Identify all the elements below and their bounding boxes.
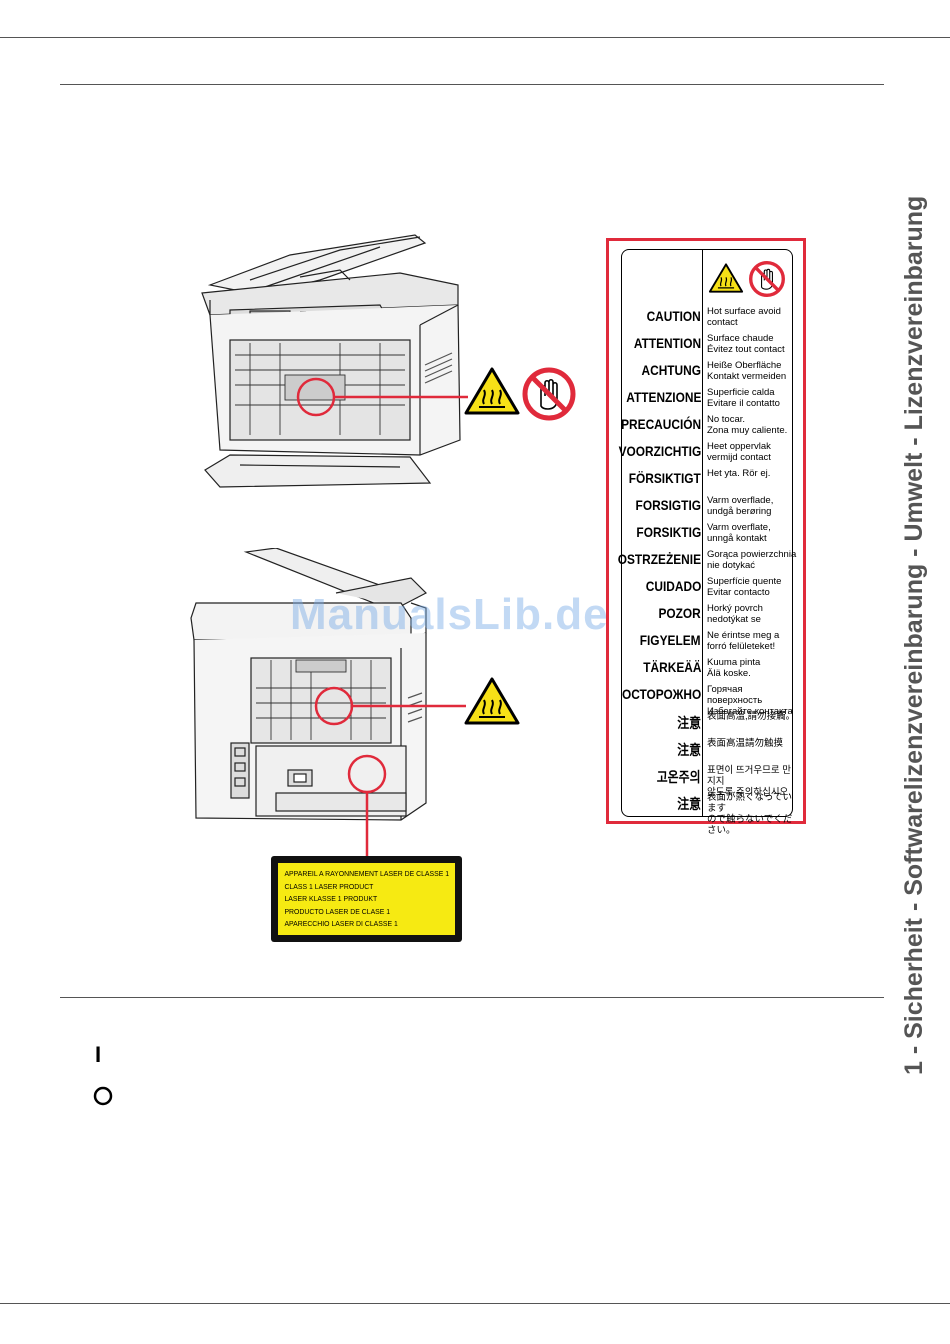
- warning-language: OSTRZEŻENIE: [617, 551, 701, 567]
- warning-language: FORSIGTIG: [635, 497, 701, 513]
- hot-surface-icon: [464, 677, 520, 725]
- warning-row: POZOR Horký povrch nedotýkat se: [622, 603, 792, 630]
- warning-text: Ne érintse meg a forró felületeket!: [707, 630, 780, 652]
- watermark: ManualsLib.de: [290, 590, 609, 639]
- hot-surface-icon: [708, 263, 744, 293]
- chapter-title: 1 - Sicherheit - Softwarelizenzvereinbar…: [900, 195, 928, 1075]
- warning-text: Varm overflade, undgå berøring: [707, 495, 774, 517]
- warning-text: 表面高溫,請勿接觸。: [707, 711, 796, 722]
- laser-class-label: APPAREIL A RAYONNEMENT LASER DE CLASSE 1…: [271, 856, 462, 942]
- warning-language: ATTENZIONE: [625, 389, 701, 405]
- warning-language: ОСТОРОЖНО: [621, 686, 701, 702]
- warning-language: CUIDADO: [645, 578, 701, 594]
- laser-label-line: APPAREIL A RAYONNEMENT LASER DE CLASSE 1: [284, 869, 450, 878]
- power-on-symbol: I: [95, 1042, 102, 1067]
- warning-language: VOORZICHTIG: [618, 443, 701, 459]
- warning-language: POZOR: [658, 605, 701, 621]
- warning-language: FIGYELEM: [640, 632, 701, 648]
- warning-row: TÄRKEÄÄ Kuuma pinta Älä koske.: [622, 657, 792, 684]
- hot-surface-icon: [464, 367, 520, 415]
- section-rule: [60, 997, 884, 998]
- warning-row: OSTRZEŻENIE Gorąca powierzchnia nie dotyk…: [618, 549, 797, 576]
- warning-language: 注意: [677, 742, 701, 758]
- warning-row: CAUTION Hot surface avoid contact: [622, 306, 792, 333]
- warning-text: Gorąca powierzchnia nie dotykać: [707, 549, 797, 571]
- warning-text: Kuuma pinta Älä koske.: [707, 657, 761, 679]
- header-rule: [60, 84, 884, 85]
- warning-text: Superfície quente Evitar contacto: [707, 576, 782, 598]
- warning-row: FÖRSIKTIGT Het yta. Rör ej.: [622, 468, 792, 495]
- warning-language: 注意: [677, 715, 701, 731]
- laser-label-line: PRODUCTO LASER DE CLASE 1: [284, 906, 391, 916]
- warning-text: Hot surface avoid contact: [707, 306, 781, 328]
- warning-text: 표면이 뜨거우므로 만지지 않도록 주의하십시오.: [707, 765, 791, 798]
- warning-row: PRECAUCIÓN No tocar. Zona muy caliente.: [620, 414, 792, 441]
- warning-row: ATTENZIONE Superficie calda Evitare il co…: [622, 387, 792, 414]
- top-rule: [0, 37, 950, 38]
- laser-label-line: APARECCHIO LASER DI CLASSE 1: [284, 919, 398, 929]
- warning-language: ACHTUNG: [641, 362, 702, 378]
- power-off-symbol: [93, 1086, 113, 1106]
- warning-row: 注意表面高溫,請勿接觸。: [622, 711, 795, 738]
- warning-text: Горячая поверхность Избегайте контакта: [707, 684, 793, 717]
- warning-row: 注意表面高温請勿触摸: [622, 738, 792, 765]
- warning-text: Horký povrch nedotýkat se: [707, 603, 763, 625]
- warning-language: 注意: [677, 796, 701, 812]
- warning-language: TÄRKEÄÄ: [642, 659, 701, 675]
- warning-row: 고온주의 표면이 뜨거우므로 만지지 않도록 주의하십시오.: [622, 765, 792, 798]
- laser-label-line: CLASS 1 LASER PRODUCT: [284, 881, 374, 891]
- warning-language: CAUTION: [646, 308, 701, 324]
- warning-language: ATTENTION: [633, 335, 701, 351]
- warning-text: No tocar. Zona muy caliente.: [707, 414, 788, 436]
- warning-text: Superficie calda Evitare il contatto: [707, 387, 780, 409]
- warning-language: FÖRSIKTIGT: [628, 470, 701, 486]
- warning-text: Heet oppervlak vermijd contact: [707, 441, 771, 463]
- no-touch-icon: [749, 261, 785, 297]
- warning-language: FORSIKTIG: [636, 524, 701, 540]
- printer-rear-illustration: [190, 548, 466, 860]
- warning-row: ACHTUNG Heiße Oberfläche Kontakt vermeide…: [622, 360, 792, 387]
- warning-row: VOORZICHTIG Heet oppervlak vermijd contac…: [618, 441, 792, 468]
- warning-row: FORSIGTIG Varm overflade, undgå berøring: [622, 495, 792, 522]
- warning-text: Het yta. Rör ej.: [707, 468, 771, 479]
- warning-text: Surface chaude Évitez tout contact: [707, 333, 785, 355]
- bottom-rule: [0, 1303, 950, 1304]
- warning-text: 表面高温請勿触摸: [707, 738, 784, 749]
- laser-label-panel: APPAREIL A RAYONNEMENT LASER DE CLASSE 1…: [278, 863, 455, 935]
- laser-label-line: LASER KLASSE 1 PRODUKT: [284, 894, 378, 904]
- warning-row: ОСТОРОЖНО Горячая поверхность Избегайте к…: [621, 684, 793, 717]
- hot-surface-warning-label: CAUTION Hot surface avoid contact ATTENTI…: [606, 238, 806, 836]
- warning-divider: [702, 250, 703, 816]
- warning-language: 고온주의: [657, 769, 701, 785]
- printer-front-illustration: [201, 234, 468, 488]
- warning-text: Varm overflate, unngå kontakt: [707, 522, 771, 544]
- warning-label-inner: CAUTION Hot surface avoid contact ATTENTI…: [618, 249, 797, 836]
- warning-row: 注意表面が熱くなっています ので触らないでください。: [622, 792, 792, 836]
- warning-row: FORSIKTIG Varm overflate, unngå kontakt: [622, 522, 792, 549]
- warning-row: CUIDADO Superfície quente Evitar contacto: [622, 576, 792, 603]
- warning-row: ATTENTION Surface chaude Évitez tout cont…: [622, 333, 792, 360]
- warning-row: FIGYELEM Ne érintse meg a forró felületek…: [622, 630, 792, 657]
- warning-language: PRECAUCIÓN: [620, 416, 701, 432]
- warning-text: 表面が熱くなっています ので触らないでください。: [707, 792, 793, 836]
- warning-text: Heiße Oberfläche Kontakt vermeiden: [707, 360, 787, 382]
- no-touch-icon: [522, 367, 576, 421]
